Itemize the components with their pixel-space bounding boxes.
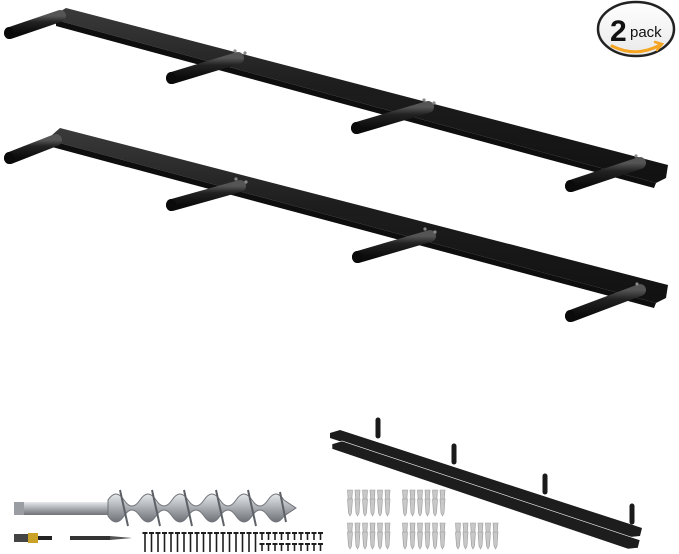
anchor [347, 498, 353, 517]
anchor [347, 531, 353, 550]
anchor [362, 498, 368, 517]
screw [292, 532, 297, 540]
anchor [462, 531, 469, 550]
anchor [402, 498, 408, 517]
anchor [384, 531, 391, 550]
anchor [424, 531, 431, 550]
screw [279, 532, 284, 540]
screw [266, 532, 271, 540]
anchor [424, 498, 431, 517]
wood-screw-icon [142, 532, 323, 552]
bracket-rod [4, 134, 62, 164]
screw [298, 532, 304, 540]
screw [292, 543, 297, 551]
pilot-drill-bit-icon [14, 533, 132, 543]
bracket-plate [52, 128, 668, 303]
anchor [439, 498, 446, 517]
screw [259, 543, 265, 551]
bracket-rod [565, 284, 646, 322]
screw [272, 532, 278, 540]
anchor [485, 531, 491, 550]
screw [253, 532, 258, 552]
anchor [439, 531, 446, 550]
anchor [362, 531, 368, 550]
bracket-rod [166, 52, 244, 84]
bracket-rod [565, 157, 646, 192]
screw [162, 532, 167, 552]
anchor [417, 498, 423, 517]
floating-shelf-bracket-icon [330, 417, 642, 550]
anchor [409, 531, 416, 550]
wall-anchor-icon [347, 489, 499, 550]
screw [142, 532, 148, 552]
screw [175, 532, 180, 552]
screw [305, 532, 310, 540]
screw [227, 532, 232, 552]
screw [246, 532, 252, 552]
anchor [477, 531, 484, 550]
pack-count-badge-icon: 2 pack [596, 0, 676, 58]
screw [279, 543, 284, 551]
screw [318, 543, 323, 551]
screw [201, 532, 206, 552]
anchor [432, 531, 438, 550]
anchor [384, 498, 391, 517]
screw [285, 532, 291, 540]
screw [305, 543, 310, 551]
anchor [417, 531, 423, 550]
wood-auger-bit-icon [14, 489, 297, 527]
screw [311, 543, 317, 551]
bracket-rod [4, 10, 66, 39]
screw [233, 532, 239, 552]
badge-word: pack [630, 24, 662, 41]
bracket-plate [56, 8, 668, 183]
screw [214, 532, 219, 552]
screw [240, 532, 245, 552]
smile-arrow-icon [610, 43, 662, 54]
anchor [432, 498, 438, 517]
anchor [470, 531, 476, 550]
bracket-plate-edge [52, 141, 656, 308]
screw [285, 543, 291, 551]
anchor [354, 498, 361, 517]
anchor [402, 531, 408, 550]
shelf-bracket-lower [4, 128, 668, 322]
screw [298, 543, 304, 551]
screw [207, 532, 213, 552]
bracket-rod [351, 101, 434, 134]
anchor [409, 498, 416, 517]
screw [318, 532, 323, 540]
bracket-rod [166, 180, 246, 211]
screw [220, 532, 226, 552]
screw [155, 532, 161, 552]
screw [259, 532, 265, 540]
screw [272, 543, 278, 551]
screw [266, 543, 271, 551]
badge-number: 2 [610, 15, 627, 48]
screw [194, 532, 200, 552]
bracket-rod [352, 230, 436, 263]
screw [188, 532, 193, 552]
anchor [377, 498, 383, 517]
screw [311, 532, 317, 540]
anchor [377, 531, 383, 550]
screw [181, 532, 187, 552]
anchor [354, 531, 361, 550]
shelf-bracket-upper [4, 8, 668, 192]
anchor [369, 531, 376, 550]
anchor [369, 498, 376, 517]
screw [149, 532, 154, 552]
anchor [492, 531, 499, 550]
screw [168, 532, 174, 552]
anchor [455, 531, 461, 550]
